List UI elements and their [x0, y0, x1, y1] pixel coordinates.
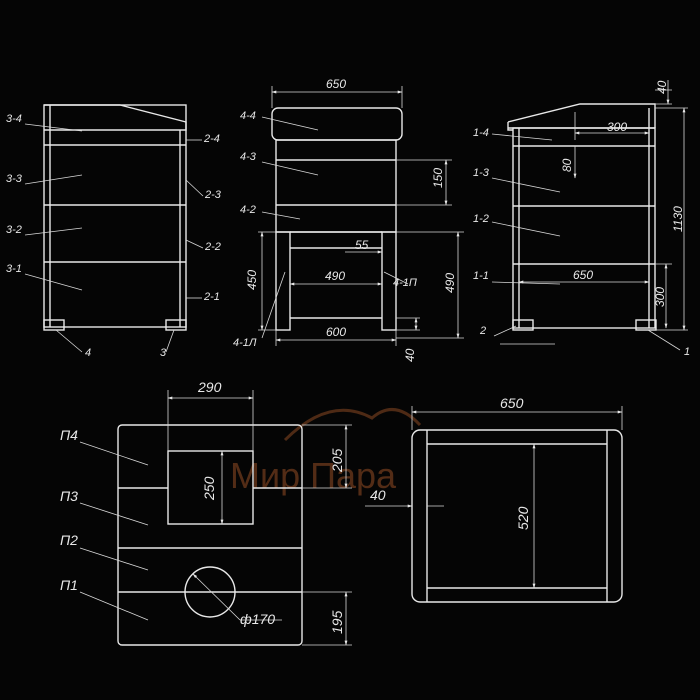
right-foot-a: [512, 319, 534, 331]
frame-top-view: 650 40 520: [365, 395, 623, 603]
label-3-4: 3-4: [6, 113, 22, 125]
label-4-2: 4-2: [240, 204, 256, 216]
label-1-right: 1: [684, 346, 690, 358]
panel-outline: [117, 424, 303, 646]
front-right-leg: [381, 231, 397, 331]
label-4-3: 4-3: [240, 151, 257, 163]
left-foot-b: [165, 319, 187, 331]
label-3-1: 3-1: [6, 263, 22, 275]
dim-diameter-170: ф170: [240, 611, 275, 627]
dim-650-right: 650: [573, 268, 593, 282]
label-3-2: 3-2: [6, 224, 22, 236]
dim-150: 150: [431, 168, 445, 188]
watermark: Мир Пара: [230, 408, 422, 496]
label-4-4: 4-4: [240, 110, 256, 122]
round-opening: [184, 566, 236, 618]
dim-490-horizontal: 490: [325, 269, 345, 283]
label-2-2: 2-2: [204, 241, 221, 253]
label-3: 3: [160, 347, 167, 359]
dim-650-frame: 650: [500, 395, 524, 411]
label-3-3: 3-3: [6, 173, 23, 185]
label-2-4: 2-4: [203, 133, 220, 145]
label-2-1: 2-1: [203, 291, 220, 303]
label-4-1P: 4-1П: [393, 277, 417, 289]
left-body: [43, 104, 187, 328]
dim-520: 520: [515, 506, 531, 530]
left-side-view: 3-4 3-3 3-2 3-1 2-4 2-3 2-2 2-1 4 3: [6, 104, 222, 359]
dim-80: 80: [560, 158, 574, 172]
dim-290: 290: [197, 379, 222, 395]
panel-layout-view: 290 250 205 195 ф170 П4 П3 П2 П1: [60, 379, 352, 646]
label-2-3: 2-3: [204, 189, 222, 201]
dim-300-top: 300: [607, 120, 627, 134]
label-1-4: 1-4: [473, 127, 489, 139]
label-P4: П4: [60, 427, 78, 443]
right-top-lid: [507, 103, 656, 128]
label-2-right: 2: [479, 325, 486, 337]
dim-55: 55: [355, 238, 369, 252]
label-P1: П1: [60, 577, 78, 593]
left-top-lid: [44, 104, 187, 131]
dim-195: 195: [329, 610, 345, 634]
dim-1130: 1130: [671, 206, 685, 232]
dim-205: 205: [329, 448, 345, 473]
right-foot-b: [635, 319, 657, 331]
dim-650-front: 650: [326, 77, 346, 91]
front-view: 650 150 55 490 450 490 600 40: [233, 77, 464, 362]
dim-300-vertical: 300: [653, 287, 667, 307]
label-P2: П2: [60, 532, 78, 548]
label-1-3: 1-3: [473, 167, 490, 179]
label-4-1L: 4-1Л: [233, 337, 257, 349]
watermark-text: Мир Пара: [230, 455, 397, 496]
label-4: 4: [85, 347, 91, 359]
dim-600: 600: [326, 325, 346, 339]
front-left-leg: [275, 231, 291, 331]
dim-250: 250: [201, 476, 217, 501]
dim-40-right: 40: [655, 80, 669, 94]
left-foot-a: [43, 319, 65, 331]
dim-40-frame: 40: [370, 487, 386, 503]
rectangular-opening: [167, 450, 254, 525]
label-1-2: 1-2: [473, 213, 489, 225]
dim-450: 450: [245, 270, 259, 290]
label-1-1: 1-1: [473, 270, 489, 282]
watermark-arc: [283, 408, 422, 442]
label-P3: П3: [60, 488, 78, 504]
right-side-view: 40 300 80 1130 650 300 1-4 1-3 1-2 1-1 2…: [473, 80, 690, 358]
right-body: [512, 127, 656, 329]
frame-outer: [411, 429, 623, 603]
dim-40-front: 40: [403, 348, 417, 362]
dim-490-vertical: 490: [443, 273, 457, 293]
